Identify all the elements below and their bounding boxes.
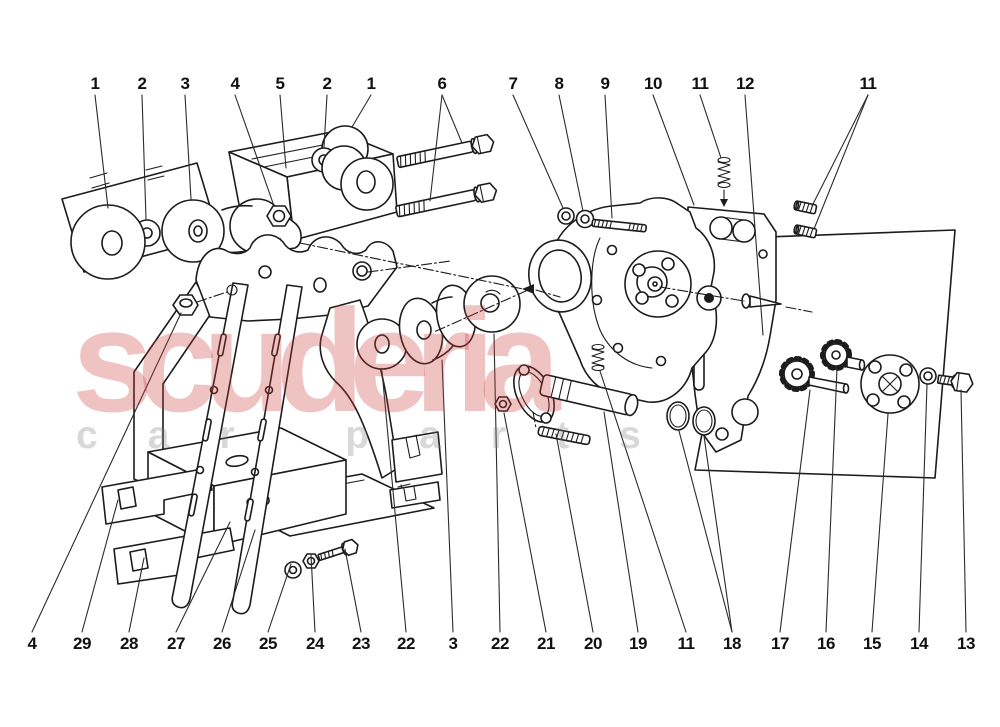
callout-4: 4 <box>27 634 37 653</box>
axis-lines <box>196 242 813 429</box>
part-gear-17 <box>779 356 850 394</box>
callout-5: 5 <box>275 74 285 93</box>
callout-22: 22 <box>397 634 415 653</box>
callout-9: 9 <box>600 74 610 93</box>
callout-2: 2 <box>137 74 147 93</box>
callout-11: 11 <box>691 74 709 93</box>
part-washer-14 <box>919 367 937 385</box>
part-fork-bracket <box>133 234 399 493</box>
callout-8: 8 <box>554 74 564 93</box>
callout-19: 19 <box>629 634 647 653</box>
part-nut-4-bracket <box>172 294 199 316</box>
part-studs-11-right <box>793 200 818 239</box>
callout-1: 1 <box>90 74 100 93</box>
callout-3: 3 <box>180 74 190 93</box>
callout-1: 1 <box>366 74 376 93</box>
callout-23: 23 <box>352 634 370 653</box>
callout-22: 22 <box>491 634 509 653</box>
callout-11: 11 <box>859 74 877 93</box>
part-disc-1-left <box>70 204 146 280</box>
part-roller-3 <box>398 284 477 365</box>
part-bolt-13 <box>936 371 974 393</box>
part-shim-29 <box>101 467 213 525</box>
callout-10: 10 <box>644 74 662 93</box>
callout-16: 16 <box>817 634 835 653</box>
part-fork-straps <box>171 282 303 615</box>
callout-29: 29 <box>73 634 91 653</box>
part-pump-housing-10 <box>528 197 782 403</box>
callout-11: 11 <box>677 634 695 653</box>
part-shaft-19 <box>539 374 639 417</box>
callout-20: 20 <box>584 634 602 653</box>
callout-13: 13 <box>957 634 975 653</box>
callout-24: 24 <box>306 634 324 653</box>
callout-14: 14 <box>910 634 928 653</box>
part-washer-7 <box>557 207 575 225</box>
part-stud-9 <box>591 218 647 233</box>
part-bolt-23 <box>317 538 359 561</box>
part-orings-18 <box>666 401 716 436</box>
part-cover-15 <box>860 354 920 414</box>
part-spring-11-top <box>717 156 731 207</box>
callout-18: 18 <box>723 634 741 653</box>
callout-7: 7 <box>508 74 518 93</box>
callout-15: 15 <box>863 634 881 653</box>
callout-4: 4 <box>230 74 240 93</box>
part-mount-eye <box>321 145 394 211</box>
part-nut-4 <box>266 205 292 227</box>
part-gear-16 <box>820 339 866 371</box>
part-stud-20 <box>537 425 591 446</box>
callout-6: 6 <box>437 74 447 93</box>
callout-17: 17 <box>771 634 789 653</box>
part-spring-11-mid <box>591 343 605 372</box>
callout-3: 3 <box>448 634 458 653</box>
part-disc-22-left <box>356 318 408 370</box>
callout-26: 26 <box>213 634 231 653</box>
part-keeper-plates <box>389 431 443 509</box>
callout-28: 28 <box>120 634 138 653</box>
part-washer-25 <box>284 561 302 579</box>
callout-25: 25 <box>259 634 277 653</box>
leader-lines <box>31 94 967 633</box>
callout-12: 12 <box>736 74 754 93</box>
callout-2: 2 <box>322 74 332 93</box>
callout-27: 27 <box>167 634 185 653</box>
callout-21: 21 <box>537 634 555 653</box>
